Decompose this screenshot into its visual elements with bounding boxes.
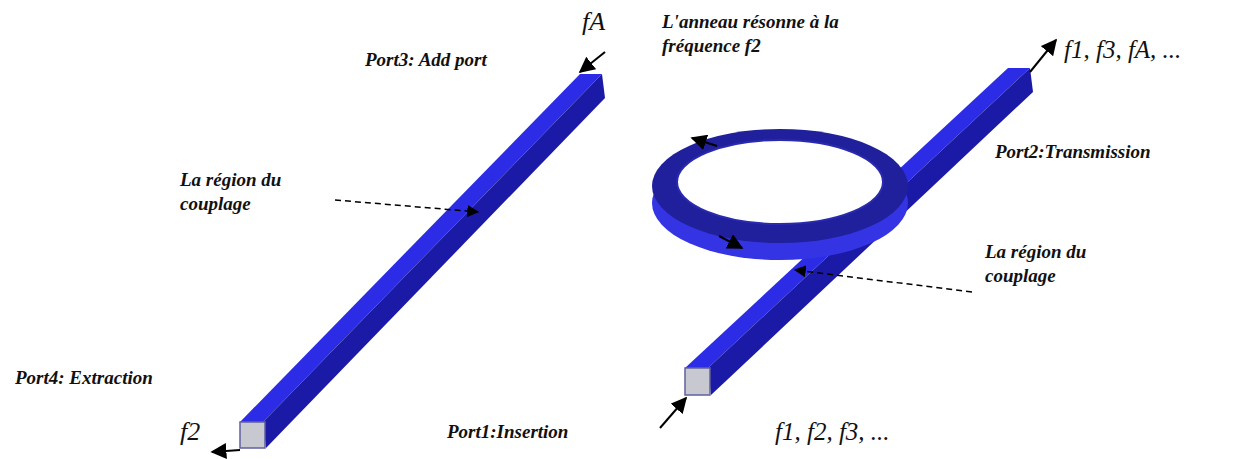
port-label: Port3: Add port xyxy=(365,48,487,72)
frequency-label: f1, f3, fA, ... xyxy=(1064,34,1181,65)
frequency-label: f2 xyxy=(180,416,200,449)
frequency-label: f1, f2, f3, ... xyxy=(775,416,890,447)
port-label: Port2:Transmission xyxy=(995,140,1151,164)
leader-lines xyxy=(335,200,972,292)
resonance-note: L'anneau résonne à la fréquence f2 xyxy=(662,10,877,58)
ring-resonator xyxy=(652,129,908,260)
coupling-label: La région du couplage xyxy=(180,168,330,216)
frequency-label: fA xyxy=(582,6,605,39)
coupling-label: La région du couplage xyxy=(985,240,1155,288)
flow-arrows xyxy=(212,40,1056,452)
port-label: Port1:Insertion xyxy=(447,420,568,444)
port-label: Port4: Extraction xyxy=(15,366,153,390)
add-drop-waveguide xyxy=(240,74,605,448)
